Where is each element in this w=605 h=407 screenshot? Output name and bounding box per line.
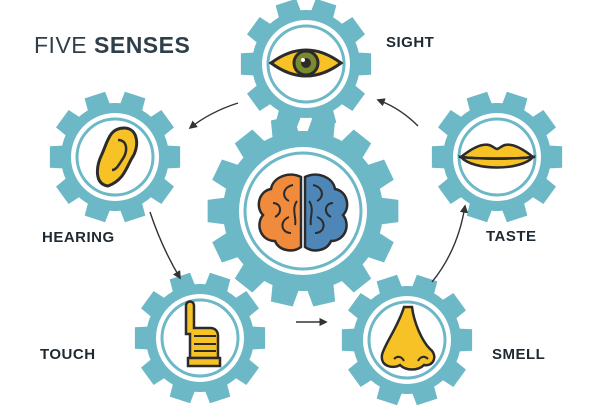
gear-center [207,115,399,307]
page-title: FIVE SENSES [34,32,190,58]
gear-hearing-ring [75,117,155,197]
label-sight: SIGHT [386,34,435,51]
gear-sight-ring [266,24,346,104]
label-smell: SMELL [492,346,546,363]
gear-center-face [239,147,367,275]
gear-touch-ring [160,298,240,378]
lips-icon [457,143,537,169]
ear-icon [96,126,139,188]
nose-icon [380,305,436,371]
gear-center-ring [243,151,363,271]
title-light: FIVE [34,32,88,58]
eye-icon [268,48,344,78]
pointing-hand-icon [184,300,222,368]
cycle-arrows [149,98,469,327]
title-bold: SENSES [94,32,191,58]
arrow-taste-to-sight [376,98,419,127]
label-taste: TASTE [486,228,537,245]
arrow-sight-to-hearing [188,102,239,130]
arrow-hearing-to-touch [149,211,181,280]
arrow-smell-to-taste [431,204,469,283]
gear-smell-ring [367,300,447,380]
label-hearing: HEARING [42,229,115,246]
label-touch: TOUCH [40,346,96,363]
brain-icon [257,173,349,252]
